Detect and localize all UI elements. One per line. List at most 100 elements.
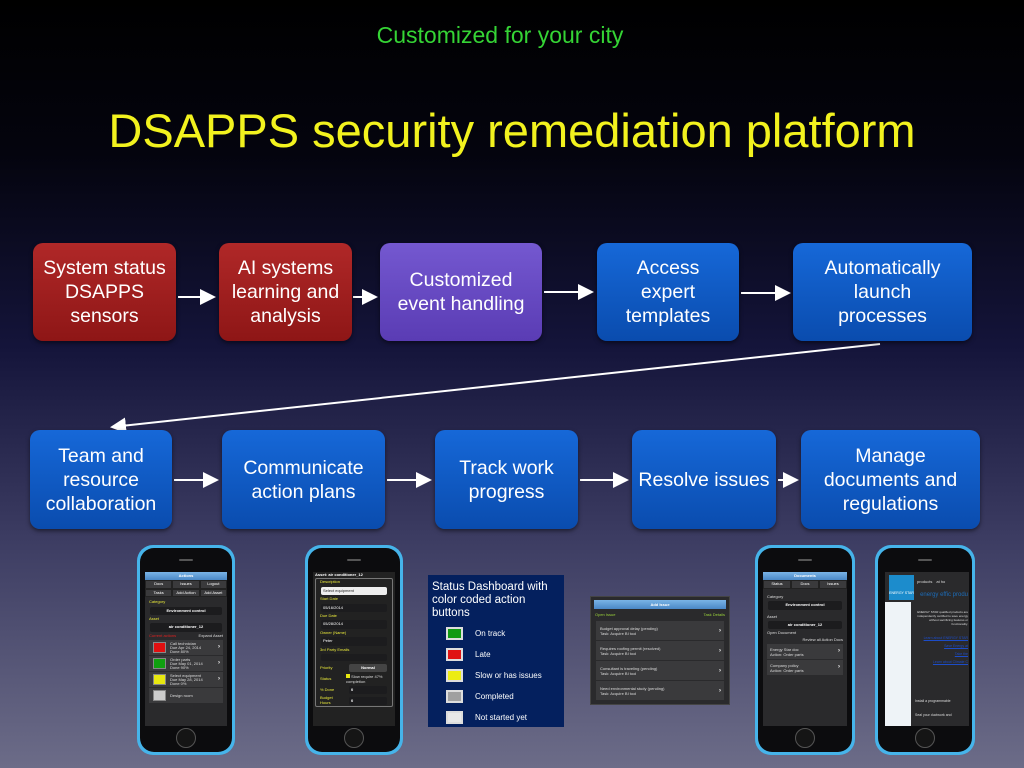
arrow xyxy=(110,343,881,434)
category-label: Category xyxy=(149,599,166,605)
field-label: Start Date xyxy=(320,596,339,602)
web-tab[interactable]: products xyxy=(917,579,933,584)
expand-link[interactable]: Expand Asset xyxy=(198,632,223,638)
budget-hours-input[interactable]: 0 xyxy=(349,696,387,706)
web-link[interactable]: Learn about Climate C xyxy=(932,660,968,664)
start-date-input[interactable]: 05/16/2014 xyxy=(321,603,387,612)
description-input[interactable]: Select equipment xyxy=(321,586,387,596)
add-issue-button[interactable]: Add Issue xyxy=(594,600,726,609)
task-details-label: Task Details xyxy=(703,612,725,617)
legend-item: Slow or has issues xyxy=(432,665,560,686)
review-docs-link[interactable]: Review all Action Docs xyxy=(802,636,843,642)
chevron-right-icon: › xyxy=(719,627,721,634)
category-select[interactable]: Environment control xyxy=(150,606,222,615)
status-dashboard-legend: Status Dashboard with color coded action… xyxy=(428,575,564,727)
slide-subtitle: Customized for your city xyxy=(376,22,624,48)
tab-tasks[interactable]: Tasks xyxy=(145,588,173,598)
status-value: Slow require 47% completion xyxy=(346,674,383,684)
field-label: Owner (Name) xyxy=(320,629,347,635)
asset-header: Asset: air conditioner_12 xyxy=(315,572,363,577)
issue-item[interactable]: Budget approval delay (pending)Task: Acq… xyxy=(596,621,724,640)
slide-title: DSAPPS security remediation platform xyxy=(108,104,916,157)
flow-step-resolve-issues: Resolve issues xyxy=(632,430,776,529)
asset-label: Asset xyxy=(149,615,160,621)
tab-add-action[interactable]: Add Action xyxy=(172,588,200,598)
web-link[interactable]: Learn about ENERGY STAR xyxy=(923,636,968,640)
field-label: Description xyxy=(320,579,341,585)
flow-step-team-collaboration: Team and resource collaboration xyxy=(30,430,172,529)
chevron-right-icon: › xyxy=(719,647,721,654)
energy-star-logo: ENERGY STAR xyxy=(889,575,914,600)
home-button-icon xyxy=(915,728,935,748)
open-document-label: Open Document xyxy=(767,630,797,636)
open-issue-label: Open Issue xyxy=(595,612,616,617)
legend-item: Not started yet xyxy=(432,707,560,728)
category-label: Category xyxy=(767,593,784,599)
legend-item: Late xyxy=(432,644,560,665)
asset-select[interactable]: air conditioner_12 xyxy=(150,623,222,632)
home-button-icon xyxy=(344,728,364,748)
tab-docs[interactable]: Docs xyxy=(145,580,173,589)
percent-done-input[interactable]: 0 xyxy=(349,686,387,695)
flow-step-manage-documents: Manage documents and regulations xyxy=(801,430,980,529)
flow-step-event-handling: Customized event handling xyxy=(380,243,542,341)
legend-item: Completed xyxy=(432,686,560,707)
tab-add-asset[interactable]: Add Asset xyxy=(199,588,227,598)
category-select[interactable]: Environment control xyxy=(768,601,842,610)
section-label: Current actions xyxy=(149,632,177,638)
issue-item[interactable]: Requires roofing permit (resolved)Task: … xyxy=(596,641,724,660)
chevron-right-icon: › xyxy=(218,676,220,683)
dashboard-title: Status Dashboard with color coded action… xyxy=(432,581,548,619)
web-text: Install a programmable xyxy=(915,699,951,703)
chevron-right-icon: › xyxy=(719,667,721,674)
action-item[interactable]: Design room xyxy=(149,688,223,704)
issue-item[interactable]: Consultant is traveling (pending)Task: A… xyxy=(596,661,724,680)
home-button-icon xyxy=(176,728,196,748)
legend-item: On track xyxy=(432,623,560,644)
tab-issues[interactable]: Issues xyxy=(172,580,200,589)
web-tab[interactable]: at ho xyxy=(936,579,946,584)
flow-step-expert-templates: Access expert templates xyxy=(597,243,739,341)
percent-done-label: % Done xyxy=(320,687,335,693)
asset-select[interactable]: air conditioner_12 xyxy=(768,620,842,630)
flow-step-ai-learning: AI systems learning and analysis xyxy=(219,243,352,341)
issue-item[interactable]: Need environmental study (pending)Task: … xyxy=(596,681,724,700)
tab-logout[interactable]: Logout xyxy=(199,580,227,589)
chevron-right-icon: › xyxy=(838,648,840,655)
due-date-input[interactable]: 05/28/2014 xyxy=(321,620,387,629)
web-text: Seal your ductwork and xyxy=(915,713,952,717)
field-label: 3rd Party Emails xyxy=(320,646,350,652)
priority-select[interactable]: Normal xyxy=(349,663,387,673)
field-label: Due Date xyxy=(320,612,337,618)
web-body: ENERGY STAR qualified products are indep… xyxy=(917,610,968,626)
chevron-right-icon: › xyxy=(218,644,220,651)
actions-header: Actions xyxy=(145,572,227,581)
tab-docs[interactable]: Docs xyxy=(791,580,819,589)
tab-issues[interactable]: Issues xyxy=(819,580,847,589)
chevron-right-icon: › xyxy=(838,664,840,671)
flow-step-action-plans: Communicate action plans xyxy=(222,430,385,529)
chevron-right-icon: › xyxy=(218,660,220,667)
web-heading: energy effic produ xyxy=(920,592,968,598)
web-link[interactable]: Take the xyxy=(954,652,968,656)
asset-label: Asset xyxy=(767,613,778,619)
flow-step-track-progress: Track work progress xyxy=(435,430,578,529)
web-link[interactable]: Save Energy at xyxy=(944,644,968,648)
tab-status[interactable]: Status xyxy=(763,580,791,589)
flow-step-launch-processes: Automatically launch processes xyxy=(793,243,972,341)
issues-panel-screenshot: Add Issue Open Issue Task Details Budget … xyxy=(590,596,730,705)
emails-input[interactable] xyxy=(321,653,387,661)
documents-header: Documents xyxy=(763,572,847,581)
owner-input[interactable]: Peter xyxy=(321,637,387,646)
budget-hours-label: Budget Hours xyxy=(320,695,333,705)
